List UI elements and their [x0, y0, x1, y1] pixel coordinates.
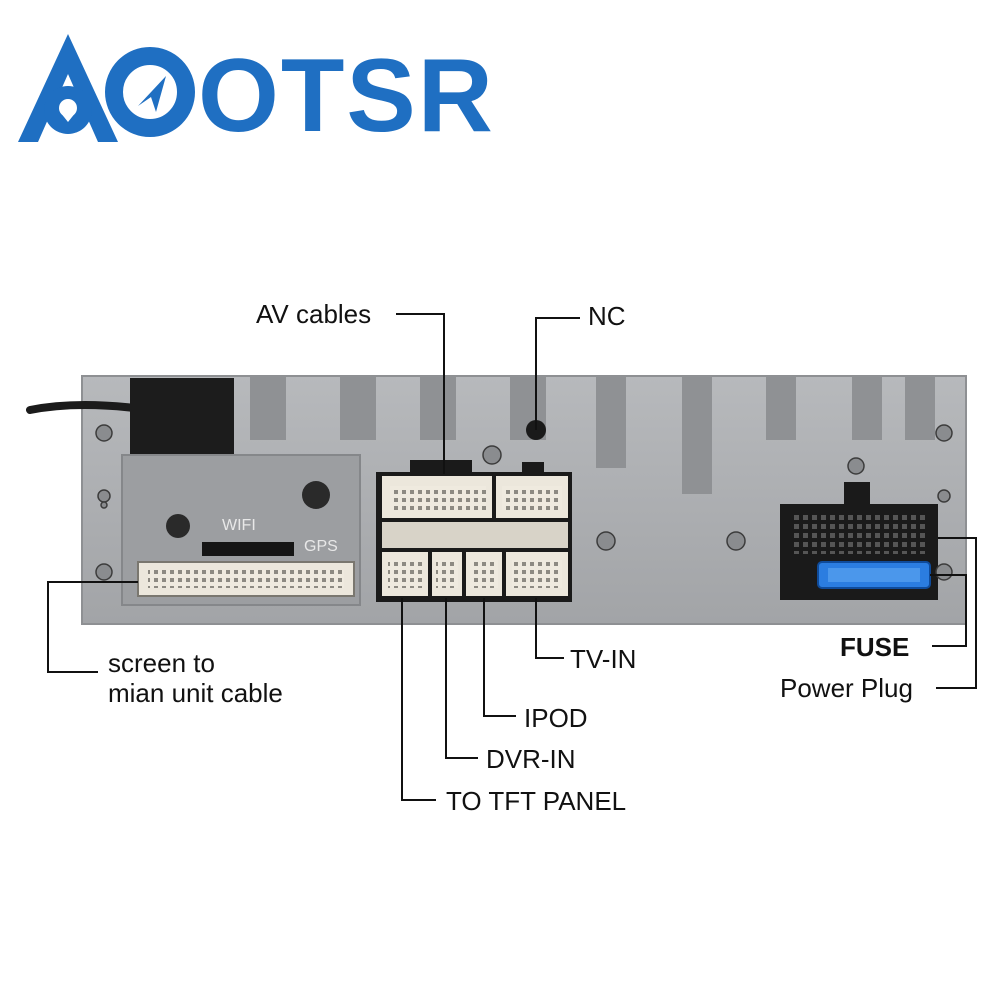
leader-av-cables	[396, 313, 445, 474]
leader-screen-cable	[47, 581, 138, 673]
leader-nc	[535, 317, 580, 430]
label-ipod: IPOD	[524, 703, 588, 733]
leader-dvr-in	[445, 598, 478, 759]
brand-name: OTSR	[198, 38, 495, 154]
leader-fuse	[930, 574, 967, 647]
label-av-cables: AV cables	[256, 299, 372, 329]
heatsink-slots	[250, 376, 935, 494]
wifi-text: WIFI	[222, 517, 256, 534]
screws	[95, 424, 953, 581]
label-screen-cable-line2: mian unit cable	[108, 678, 283, 708]
label-power-plug: Power Plug	[780, 673, 913, 703]
label-fuse: FUSE	[840, 632, 910, 662]
compass-icon	[105, 47, 195, 137]
leader-tv-in	[535, 598, 564, 659]
label-screen-cable-line1: screen to	[108, 648, 215, 678]
leader-power-plug	[936, 537, 977, 689]
location-pin-arrow-icon	[18, 34, 118, 142]
label-tv-in: TV-IN	[570, 644, 637, 674]
label-nc: NC	[588, 301, 626, 331]
gps-text: GPS	[304, 538, 338, 555]
leader-tft-panel	[401, 598, 436, 801]
label-dvr-in: DVR-IN	[486, 744, 576, 774]
leader-lines	[47, 313, 977, 801]
leader-ipod	[483, 598, 516, 717]
label-tft-panel: TO TFT PANEL	[446, 786, 627, 816]
